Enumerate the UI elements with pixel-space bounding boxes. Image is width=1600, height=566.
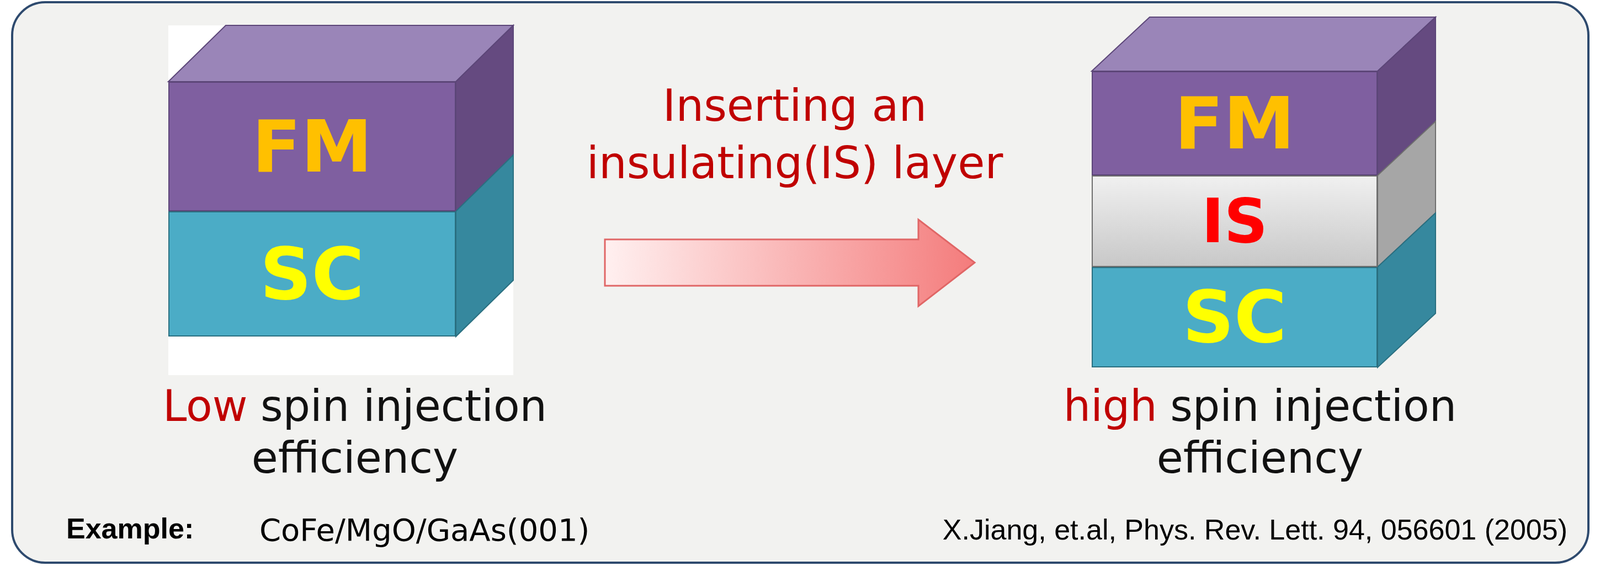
efficiency-caption: Lowspin injection efficiency — [95, 380, 615, 485]
block-arrow — [604, 219, 975, 307]
semiconductor-layer: SC — [168, 211, 456, 337]
emphasis-word: high — [1063, 381, 1158, 432]
white-backdrop — [168, 25, 514, 376]
fm-top-face — [168, 25, 514, 82]
efficiency-caption: highspin injection efficiency — [1000, 380, 1520, 485]
insulating-layer: IS — [1091, 175, 1378, 268]
semiconductor-layer: SC — [1091, 267, 1378, 368]
caption-text: spin injection efficiency — [251, 381, 547, 483]
structure-text: CoFe/MgO/GaAs(001) — [259, 512, 590, 549]
ferromagnet-layer: FM — [168, 81, 456, 212]
emphasis-word: Low — [162, 381, 248, 432]
panel-frame — [12, 2, 1589, 563]
sc-side-face — [455, 155, 514, 337]
fm-top-face — [1091, 17, 1436, 72]
ferromagnet-layer: FM — [1091, 71, 1378, 176]
layer-label: SC — [259, 238, 365, 311]
arrow-label: Inserting an insulating(IS) layer — [586, 80, 1004, 189]
example-structure: CoFe/MgO/GaAs(001) — [259, 512, 646, 549]
example-label: Example: — [66, 512, 232, 546]
layer-label: FM — [1174, 87, 1295, 160]
caption-text: spin injection efficiency — [1156, 381, 1458, 483]
citation-text: X.Jiang, et.al, Phys. Rev. Lett. 94, 056… — [942, 513, 1568, 546]
citation: X.Jiang, et.al, Phys. Rev. Lett. 94, 056… — [750, 513, 1568, 547]
layer-label: IS — [1201, 190, 1268, 252]
layer-label: SC — [1182, 281, 1287, 354]
transform-caption: Inserting an insulating(IS) layer — [513, 77, 1077, 193]
sc-side-face — [1377, 213, 1436, 368]
example-heading: Example: — [66, 512, 194, 545]
layer-label: FM — [251, 110, 372, 183]
